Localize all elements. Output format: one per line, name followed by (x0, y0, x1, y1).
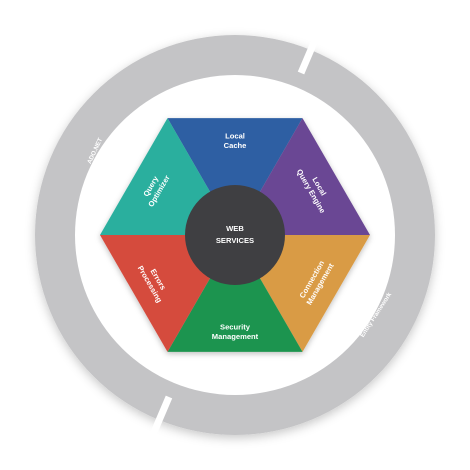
segment-local-cache (167, 118, 303, 235)
segment-label-line: Cache (224, 141, 247, 150)
segment-security-management (167, 235, 303, 352)
outer-ring-gap-bottom (134, 395, 173, 470)
segment-label-line: Management (212, 332, 259, 341)
segment-label-line: Security (220, 322, 251, 331)
outer-ring-gap-top (297, 0, 336, 75)
center-label-line-2: SERVICES (216, 236, 254, 245)
center-label-line-1: WEB (226, 224, 244, 233)
center-circle (185, 185, 285, 285)
segment-label-line: Local (225, 131, 245, 140)
